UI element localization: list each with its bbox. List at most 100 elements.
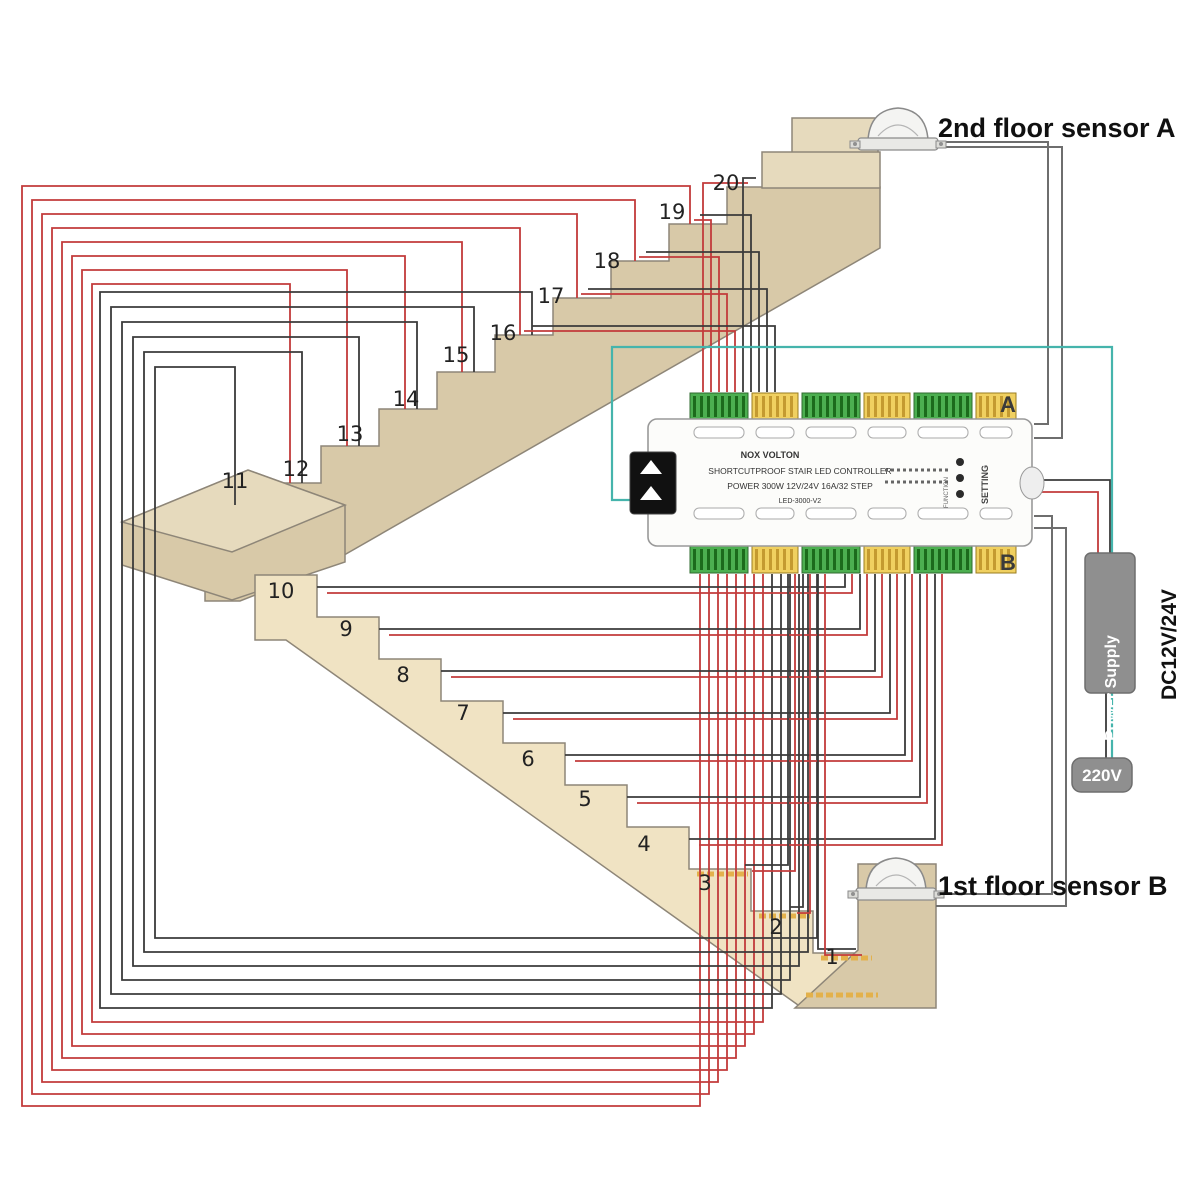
controller-title: SHORTCUTPROOF STAIR LED CONTROLLER	[708, 466, 891, 476]
setting-label: SETTING	[980, 465, 990, 504]
wire-step14-red	[71, 255, 746, 1047]
port-label-pill	[867, 507, 907, 520]
wire-step16-red	[51, 227, 728, 1071]
controller-port-labels	[693, 426, 1013, 520]
port-label-pill	[805, 507, 857, 520]
wire-step6-red	[575, 574, 913, 762]
second-floor-slab	[761, 151, 881, 189]
wire-step3-black	[745, 574, 789, 866]
step-number-8: 8	[396, 663, 409, 687]
lower-direct-wires	[317, 574, 943, 956]
sensor-a-dome-inner	[877, 124, 919, 137]
wire-step8-red	[451, 574, 883, 678]
controller-bottom-terminals	[689, 545, 1017, 574]
step-number-7: 7	[456, 701, 469, 725]
function-label: FUNCTION	[944, 477, 950, 508]
step-number-20: 20	[713, 171, 740, 195]
controller-side-notch	[1019, 466, 1045, 500]
port-label-pill	[755, 426, 795, 439]
step-number-1: 1	[825, 945, 838, 969]
psu-wire-red	[1034, 491, 1099, 553]
wire-step1-black	[817, 574, 856, 950]
sensor-b-caption: 1st floor sensor B	[938, 871, 1168, 901]
led-controller: NOX VOLTON SHORTCUTPROOF STAIR LED CONTR…	[629, 392, 1045, 575]
sensor-a-screw	[853, 142, 857, 146]
sensor-b-dome-inner	[875, 874, 917, 887]
step-number-17: 17	[538, 284, 565, 308]
step-number-18: 18	[594, 249, 621, 273]
wire-step20-black	[742, 177, 756, 392]
sensor-a	[849, 107, 947, 151]
port-label-pill	[979, 507, 1013, 520]
terminal-block-green	[689, 392, 749, 421]
wire-step20-red	[702, 182, 748, 392]
terminal-block-green	[801, 392, 861, 421]
power-input-connector	[629, 451, 677, 515]
power-supply-unit: Power Supply	[1084, 552, 1136, 741]
wire-step4-black	[689, 574, 936, 840]
wire-step13-black	[132, 336, 800, 967]
step-numbers: 20 19 18 17 16 15 14 13 12 11 10 9 8 7 6…	[222, 171, 839, 969]
sensor-b-screw	[937, 892, 941, 896]
sensor-b	[847, 857, 945, 901]
wire-step2-red	[797, 574, 811, 914]
wire-step3-red	[752, 574, 796, 872]
controller-model: LED-3000-V2	[779, 498, 822, 505]
step-number-4: 4	[637, 832, 650, 856]
mains-voltage: 220V	[1071, 757, 1133, 793]
wire-step10-black	[317, 574, 846, 588]
connector-arrow-icon	[640, 486, 662, 500]
wire-step19-red2	[694, 219, 712, 392]
wire-step5-black	[627, 574, 921, 798]
wire-step17-red	[41, 213, 719, 1083]
port-label-pill	[867, 426, 907, 439]
sensor-a-dome	[867, 107, 929, 141]
controller-brand: NOX VOLTON	[741, 450, 800, 460]
port-label-pill	[693, 507, 745, 520]
sensor-and-power-wires	[610, 141, 1114, 907]
step-number-9: 9	[339, 617, 352, 641]
port-a-label: A	[1000, 392, 1016, 417]
step-number-5: 5	[578, 787, 591, 811]
wire-step9-black	[379, 574, 861, 630]
port-label-pill	[805, 426, 857, 439]
mains-voltage-label: 220V	[1082, 766, 1122, 785]
wire-step7-red	[513, 574, 898, 720]
wire-step4-red	[699, 574, 943, 846]
wire-step12-red	[91, 283, 764, 1023]
wire-step11-black	[154, 366, 818, 939]
red-wire-loops	[21, 185, 764, 1107]
step-number-19: 19	[659, 200, 686, 224]
sensor-a-screw	[939, 142, 943, 146]
dc-voltage-label: DC12V/24V	[1158, 589, 1181, 700]
setting-button	[956, 474, 964, 482]
setting-button	[956, 490, 964, 498]
terminal-block-green	[689, 545, 749, 574]
step-number-16: 16	[490, 321, 517, 345]
sensor-b-dome	[865, 857, 927, 891]
sensor-a-base	[857, 137, 939, 151]
controller-spec: POWER 300W 12V/24V 16A/32 STEP	[727, 481, 873, 491]
mains-voltage-box	[1071, 757, 1133, 793]
terminal-block-green	[913, 545, 973, 574]
step-number-6: 6	[521, 747, 534, 771]
power-supply-box	[1084, 552, 1136, 694]
sensor-b-base	[855, 887, 937, 901]
wire-step17-red2	[581, 293, 728, 392]
wire-step2-black	[790, 574, 804, 908]
port-label-pill	[979, 426, 1013, 439]
port-label-pill	[755, 507, 795, 520]
step-number-15: 15	[443, 343, 470, 367]
step-number-13: 13	[337, 422, 364, 446]
wire-step19-black	[700, 214, 752, 392]
wire-step9-red	[389, 574, 868, 636]
terminal-block-green	[913, 392, 973, 421]
wire-step1-red	[824, 574, 862, 956]
wire-step13-red	[81, 269, 755, 1035]
wire-step16-red2	[524, 330, 736, 392]
step-number-10: 10	[268, 579, 295, 603]
sensor-b-wire-1	[944, 515, 1053, 895]
controller-top-terminals	[689, 392, 1017, 421]
wire-step8-black	[441, 574, 876, 672]
